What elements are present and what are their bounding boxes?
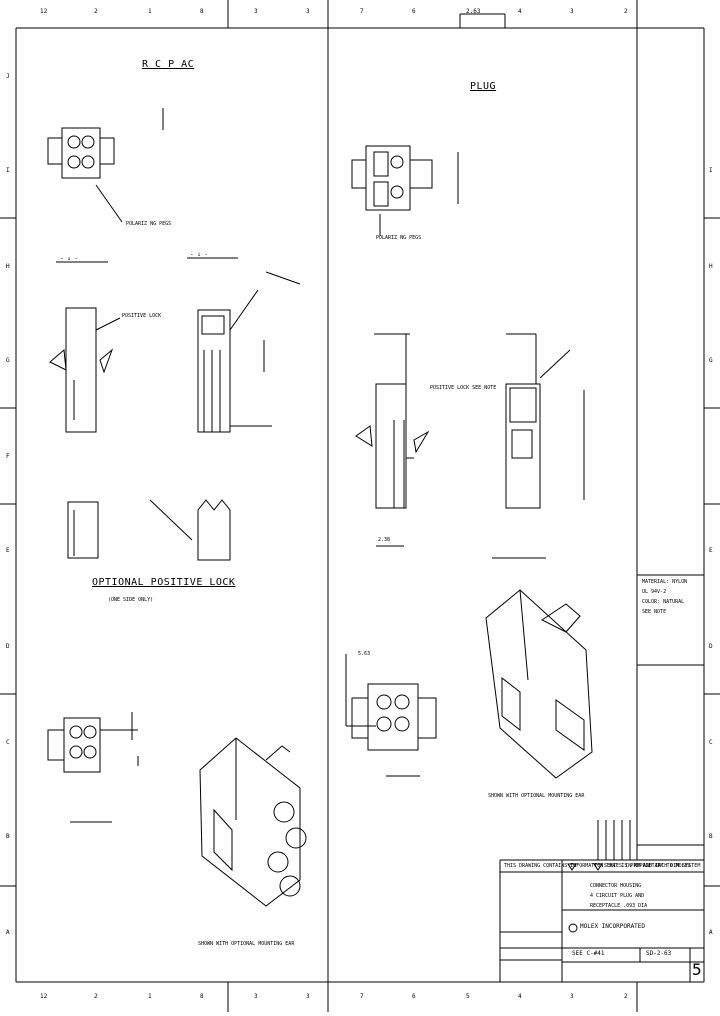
left-row-label: F: [6, 453, 10, 460]
left-row-label: B: [6, 833, 10, 840]
part-description-line: CONNECTOR HOUSING: [590, 883, 642, 889]
bottom-zone-label: 3: [306, 993, 310, 1000]
plug-side-view: [355, 333, 430, 509]
plug-front-view: [505, 333, 585, 509]
left-row-label: H: [6, 263, 10, 270]
note-line: COLOR: NATURAL: [642, 599, 685, 605]
right-row-label: E: [709, 547, 713, 554]
optional-lock-title: OPTIONAL POSITIVE LOCK: [92, 577, 236, 588]
right-row-label: C: [709, 739, 713, 746]
top-zone-label: 3: [570, 8, 574, 15]
top-zone-label: 1: [148, 8, 152, 15]
bottom-zone-label: 12: [40, 993, 48, 1000]
plug-caption: SHOWN WITH OPTIONAL MOUNTING EAR: [488, 793, 585, 799]
bottom-zone-label: 2: [624, 993, 628, 1000]
left-row-label: D: [6, 643, 10, 650]
right-row-label: G: [709, 357, 713, 364]
top-zone-label: 3: [306, 8, 310, 15]
receptacle-title: R C P AC: [142, 59, 195, 70]
top-zone-label: 8: [200, 8, 204, 15]
bottom-zone-label: 6: [412, 993, 416, 1000]
top-zone-label: 2: [624, 8, 628, 15]
top-zone-label: 6: [412, 8, 416, 15]
note-line: UL 94V-2: [642, 589, 667, 595]
plug-polarizing-callout: POLARIZ NG PEGS: [376, 235, 422, 241]
bottom-zone-label: 2: [94, 993, 98, 1000]
plug-lock-callout: POSITIVE LOCK SEE NOTE: [430, 385, 497, 391]
note-line: SEE NOTE: [642, 609, 667, 615]
receptacle-top-view: [47, 108, 164, 223]
plug-dimension-top: 5.63: [358, 651, 371, 657]
top-zone-label: 2: [94, 8, 98, 15]
receptacle-lock-callout: POSITIVE LOCK: [122, 313, 162, 319]
receptacle-side-view: [49, 307, 121, 433]
plug-title: PLUG: [470, 81, 497, 92]
bottom-zone-label: 3: [254, 993, 258, 1000]
receptacle-polarizing-callout: POLARIZ NG PEGS: [126, 221, 172, 227]
sheet-label: SEE C-#41: [572, 950, 605, 957]
left-row-label: J: [6, 73, 10, 80]
top-zone-label: 4: [518, 8, 522, 15]
bottom-zone-label: 5: [466, 993, 470, 1000]
positive-lock-detail: [67, 499, 231, 561]
plug-isometric-view: [485, 557, 593, 779]
receptacle-caption: SHOWN WITH OPTIONAL MOUNTING EAR: [198, 941, 295, 947]
bottom-zone-label: 3: [570, 993, 574, 1000]
receptacle-dimension-b: - ↓ -: [190, 251, 209, 258]
top-zone-label: 7: [360, 8, 364, 15]
left-row-label: E: [6, 547, 10, 554]
optional-lock-subtitle: (ONE SIDE ONLY): [108, 597, 154, 603]
document-number: SD-2-63: [646, 950, 672, 957]
left-row-label: A: [6, 929, 10, 936]
top-zone-label: 3: [254, 8, 258, 15]
bottom-zone-label: 7: [360, 993, 364, 1000]
part-description-line: RECEPTACLE .093 DIA: [590, 903, 648, 909]
top-zone-label: 12: [40, 8, 48, 15]
bottom-zone-label: 8: [200, 993, 204, 1000]
revision-letter: 5: [692, 960, 702, 979]
receptacle-dimension-a: - ↓ -: [60, 255, 79, 262]
receptacle-front-view: [197, 289, 272, 433]
right-row-label: B: [709, 833, 713, 840]
left-row-label: G: [6, 357, 10, 364]
right-row-label: H: [709, 263, 713, 270]
receptacle-isometric-view: [199, 737, 307, 907]
right-row-label: A: [709, 929, 713, 936]
dimension-system: SERIES IN MM AND INCH DIM SYSTEM: [604, 863, 701, 869]
bottom-zone-label: 1: [148, 993, 152, 1000]
receptacle-dimension-lines: [56, 257, 301, 285]
plug-bottom-view: [345, 545, 437, 777]
plug-dimension-side: 2.38: [378, 537, 391, 543]
note-line: MATERIAL: NYLON: [642, 579, 688, 585]
company-name: MOLEX INCORPORATED: [580, 923, 646, 930]
right-row-label: D: [709, 643, 713, 650]
left-row-label: I: [6, 167, 10, 174]
plug-top-view: [351, 145, 459, 236]
right-row-label: I: [709, 167, 713, 174]
receptacle-bottom-view: [47, 712, 139, 823]
part-description-line: 4 CIRCUIT PLUG AND: [590, 893, 645, 899]
proprietary-notice: THIS DRAWING CONTAINS INFORMATION THAT I…: [504, 863, 691, 869]
title-block: [499, 574, 704, 982]
left-row-label: C: [6, 739, 10, 746]
top-ref-label: 2.63: [466, 8, 481, 15]
bottom-zone-label: 4: [518, 993, 522, 1000]
